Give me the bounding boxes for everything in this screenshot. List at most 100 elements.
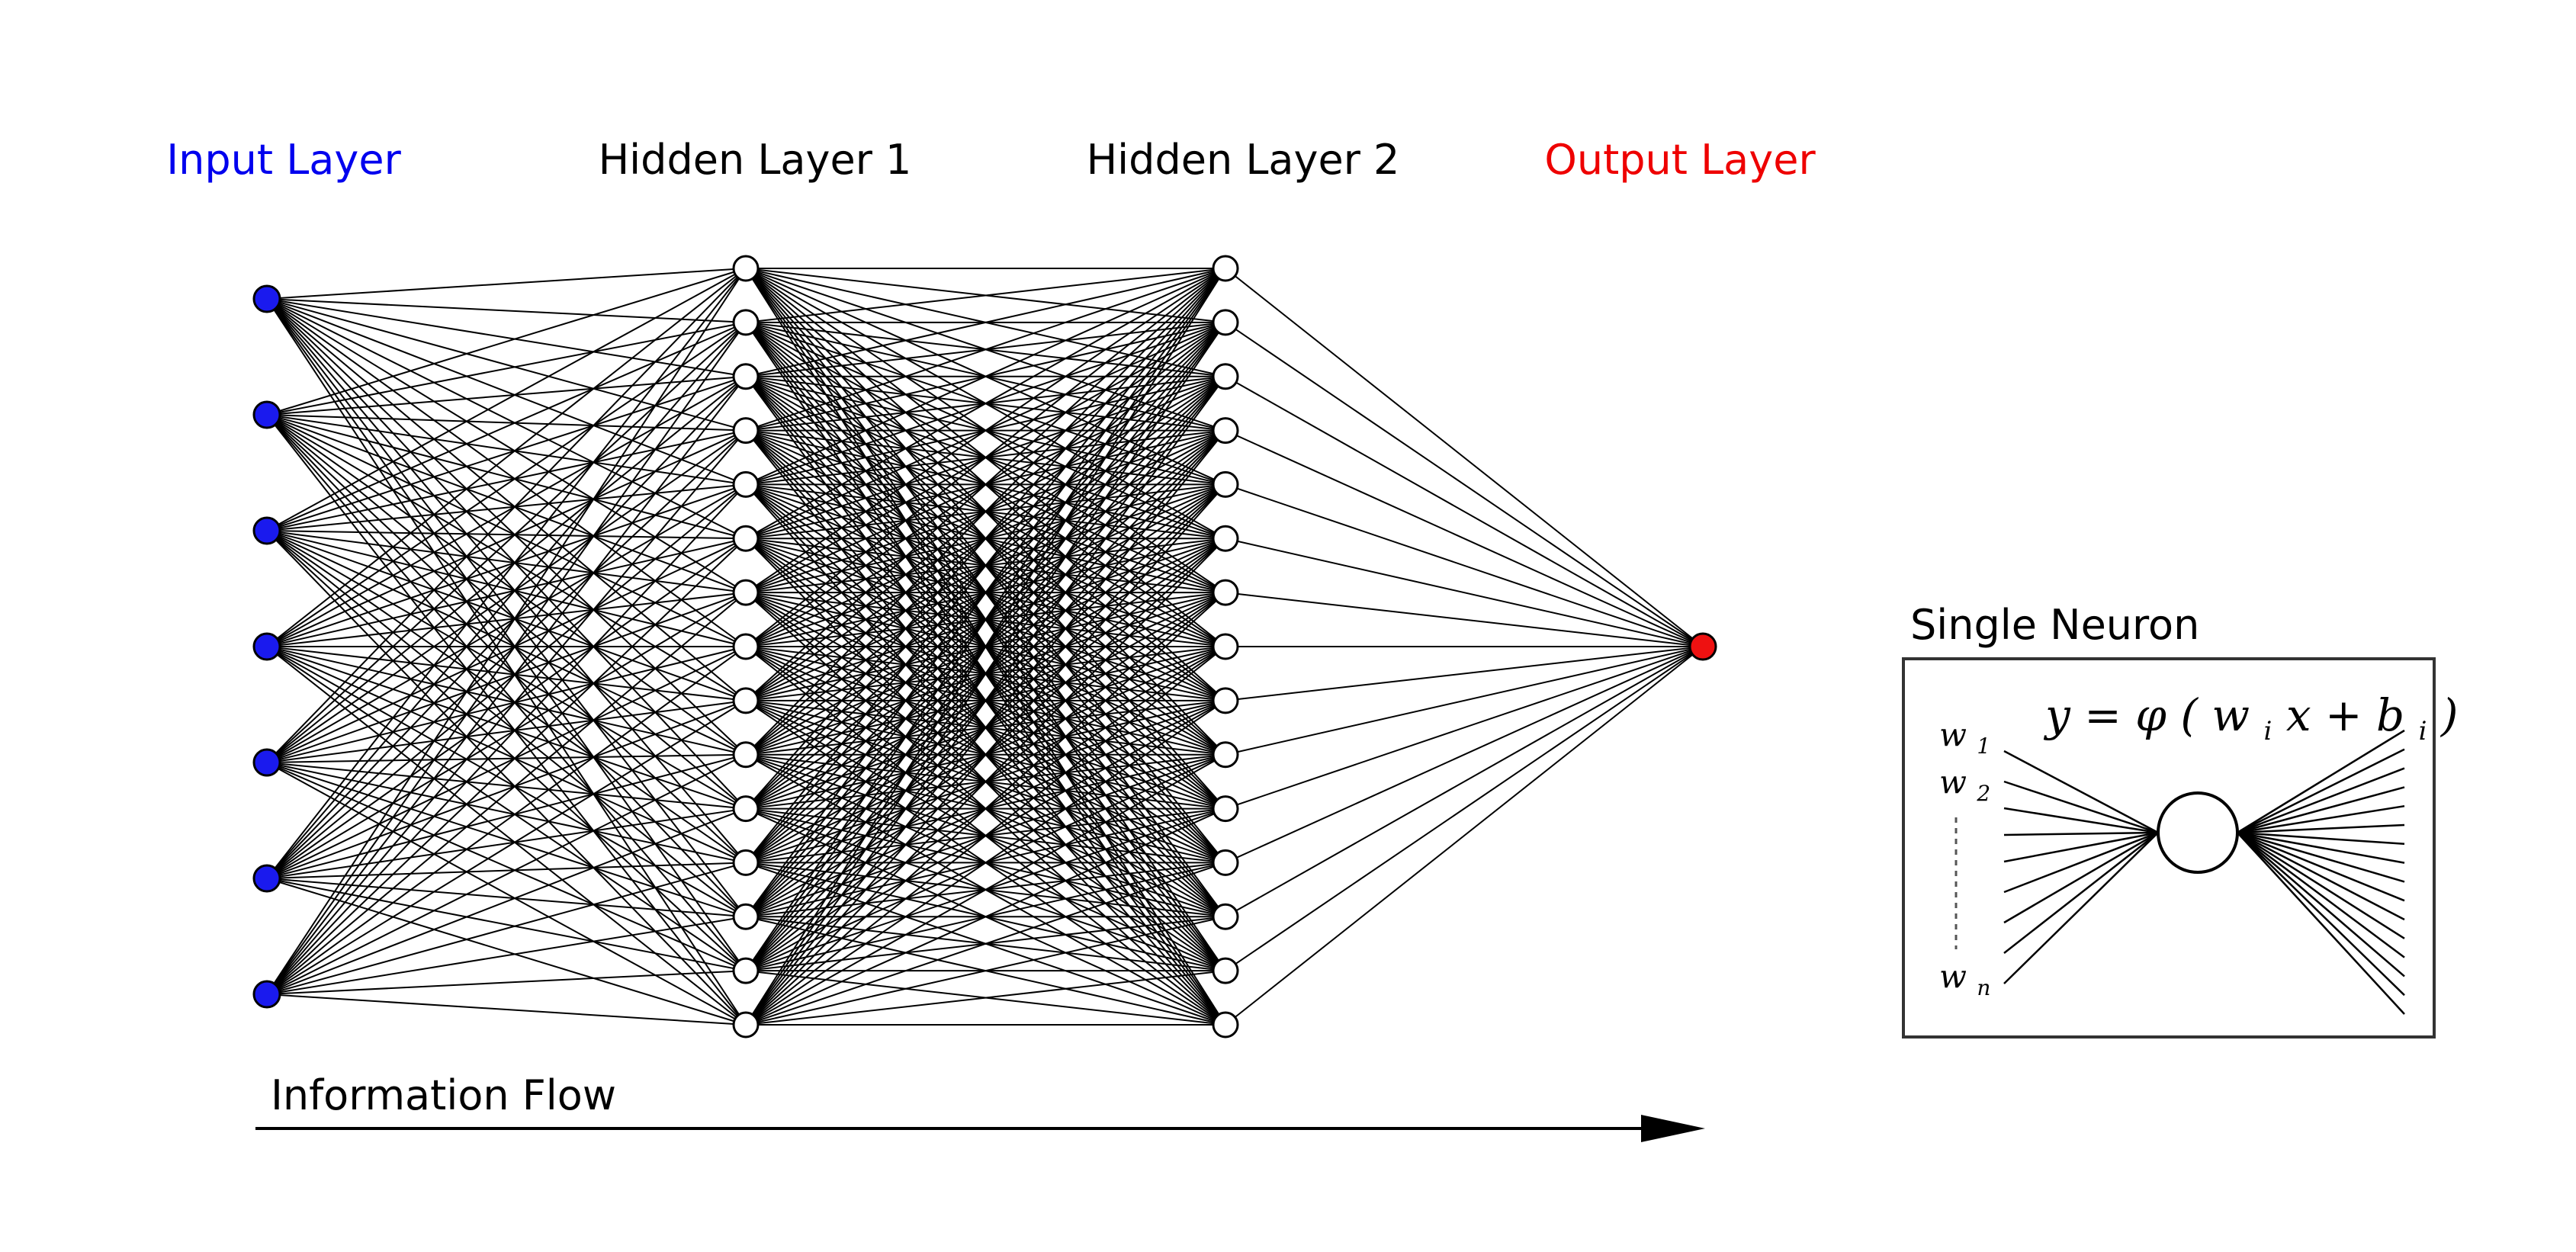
neuron-output-line [2237,767,2405,834]
connection-line [1225,483,1704,647]
hidden-2-node [1212,633,1239,660]
weight-1-sub: 1 [1977,734,1990,759]
neuron-output-line [2237,831,2405,939]
connection-line [266,762,747,972]
connection-line [266,414,747,864]
neuron-input-line [2003,831,2159,836]
connection-line [266,322,747,879]
connection-line [266,268,747,531]
connection-line [266,376,747,879]
neuron-output-line [2237,832,2405,978]
connection-line [266,762,747,864]
connection-line [266,646,747,756]
connection-line [266,530,747,701]
connection-line [266,298,747,701]
connection-line [266,414,747,917]
connection-line [1225,268,1704,647]
neuron-input-line [2003,750,2159,834]
connection-line [266,592,747,763]
neuron-input-line [2003,832,2159,954]
connection-line [266,483,747,647]
connection-line [745,916,1226,1026]
connections [266,268,1704,1026]
connection-line [745,268,1226,486]
connection-line [1225,592,1704,647]
neuron-formula: y = φ ( w i x + b i ) [2043,689,2459,750]
connection-line [266,298,747,323]
connection-line [745,700,1226,1026]
formula-open-paren: ( [2180,689,2199,741]
input-node [252,284,281,313]
formula-weight: w [2211,689,2250,741]
connection-line [266,646,747,864]
connection-line [266,538,747,763]
connection-line [266,762,747,810]
neuron-input-line [2003,832,2159,984]
connection-line [266,268,747,300]
connection-line [266,414,747,756]
connection-line [745,268,1226,593]
hidden-2-node [1212,903,1239,930]
connection-line [266,700,747,995]
connection-line [266,298,747,971]
connection-line [745,268,1226,864]
connection-line [266,429,747,647]
hidden-1-node [732,795,760,823]
connection-line [266,298,747,593]
connection-line [1225,646,1704,756]
connection-line [266,646,747,1026]
connection-line [1225,646,1704,701]
neuron-output-line [2237,831,2405,921]
hidden-1-node [732,741,760,769]
connection-line [266,878,747,972]
connection-line [266,429,747,995]
weight-2-base: w [1939,763,1967,801]
hidden-1-node [732,687,760,714]
neuron-output-line [2237,831,2405,958]
neuron-input-line [2003,831,2159,863]
hidden-1-node [732,1011,760,1039]
single-neuron-node [2157,791,2239,874]
connection-line [745,807,1226,1026]
weight-label-n: w n [1939,958,1990,1000]
connection-line [266,375,747,647]
connection-line [266,268,747,995]
connection-line [266,376,747,995]
connection-line [266,414,747,1026]
connection-line [1225,646,1704,1026]
connection-line [266,268,747,416]
hidden-1-node [732,579,760,606]
single-neuron-title: Single Neuron [1910,601,2199,649]
connection-line [266,414,747,540]
hidden-2-node [1212,363,1239,390]
connection-line [745,268,1226,917]
connection-line [266,762,747,918]
connection-line [1225,538,1704,647]
connection-line [745,322,1226,1026]
connection-line [266,483,747,763]
weight-2-sub: 2 [1976,781,1990,806]
connection-line [266,530,747,971]
connection-line [266,530,747,647]
hidden-1-node [732,525,760,552]
neuron-output-line [2237,831,2405,846]
formula-input-plus: x + [2286,689,2376,741]
neuron-output-line [2237,832,2405,997]
connection-line [266,298,747,917]
hidden-1-node [732,470,760,498]
weight-n-base: w [1939,958,1967,995]
connection-line [266,530,747,918]
hidden-1-node [732,309,760,336]
connection-line [266,646,747,971]
connection-line [745,429,1226,1026]
connection-line [1225,322,1704,647]
connection-line [266,753,747,995]
hidden-2-node [1212,470,1239,498]
connection-line [266,268,747,763]
connection-line [266,530,747,1026]
input-node [252,516,281,545]
neuron-input-line [2003,780,2159,834]
connection-line [266,298,747,486]
connection-line [266,483,747,995]
